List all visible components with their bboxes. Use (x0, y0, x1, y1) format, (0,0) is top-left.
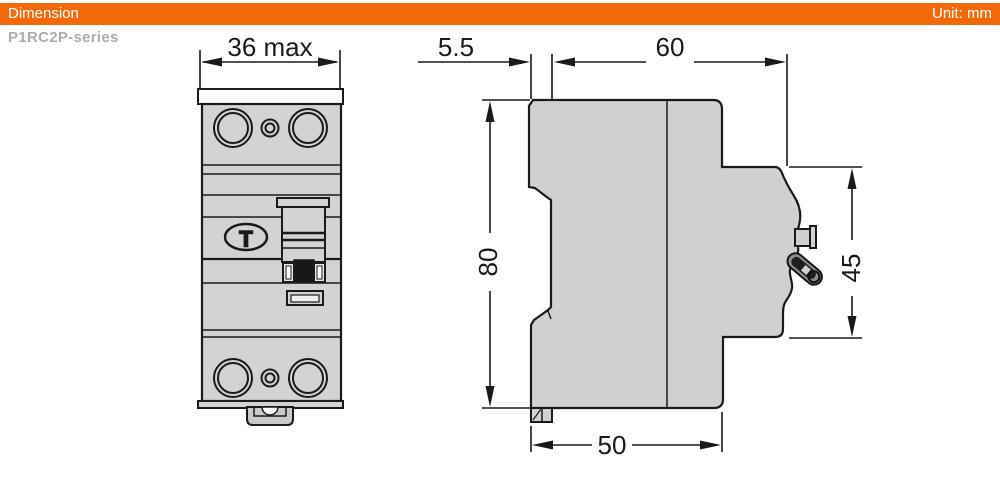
arrow-up-icon (485, 101, 495, 122)
dim-front-width-label: 36 max (227, 32, 312, 62)
page-title: Dimension (8, 5, 79, 22)
terminal-screw-icon (288, 108, 328, 148)
arrow-right-icon (318, 57, 339, 67)
terminal-screw-icon (213, 108, 253, 148)
arrow-right-icon (765, 57, 786, 67)
dim-side-overall-height-label: 80 (473, 248, 503, 277)
unit-label: Unit: mm (932, 5, 992, 22)
title-bar: Dimension Unit: mm (0, 3, 1000, 25)
arrow-right-icon (509, 57, 530, 67)
center-screw-icon (260, 118, 280, 138)
series-name: P1RC2P-series (8, 29, 119, 46)
side-view: 5.5 60 80 45 (418, 32, 866, 460)
dim-front-width: 36 max (199, 32, 341, 88)
toggle-switch (276, 197, 330, 306)
test-button-label: T (239, 227, 253, 252)
din-clip-front (246, 406, 294, 426)
arrow-left-icon (554, 57, 575, 67)
din-clip-side (530, 407, 553, 423)
front-view: 36 max (197, 32, 344, 426)
arrow-down-icon (847, 316, 857, 337)
dim-side-overall-depth: 60 (554, 32, 788, 166)
test-button: T (223, 222, 269, 252)
arrow-right-icon (700, 440, 721, 450)
bottom-terminals (213, 358, 328, 398)
front-body: T (197, 88, 344, 426)
terminal-screw-icon (288, 358, 328, 398)
side-toggle-lever (786, 252, 823, 286)
top-terminals (213, 108, 328, 148)
dim-side-tab-depth-label: 5.5 (438, 32, 474, 62)
dim-side-front-height: 45 (789, 166, 866, 339)
dim-side-tab-depth: 5.5 (418, 32, 553, 99)
top-terminal-flange (197, 88, 344, 105)
side-profile (527, 98, 802, 410)
dim-side-base-depth-label: 50 (598, 430, 627, 460)
dim-side-front-height-label: 45 (836, 254, 866, 283)
arrow-down-icon (485, 386, 495, 407)
arrow-up-icon (847, 168, 857, 189)
arrow-left-icon (532, 440, 553, 450)
terminal-screw-icon (213, 358, 253, 398)
arrow-left-icon (201, 57, 222, 67)
dim-side-overall-depth-label: 60 (656, 32, 685, 62)
side-test-button (794, 225, 817, 249)
center-screw-icon (260, 368, 280, 388)
dim-side-overall-height: 80 (473, 99, 532, 409)
side-body (527, 98, 823, 423)
toggle-handle (293, 259, 315, 283)
dim-side-base-depth: 50 (530, 412, 723, 460)
